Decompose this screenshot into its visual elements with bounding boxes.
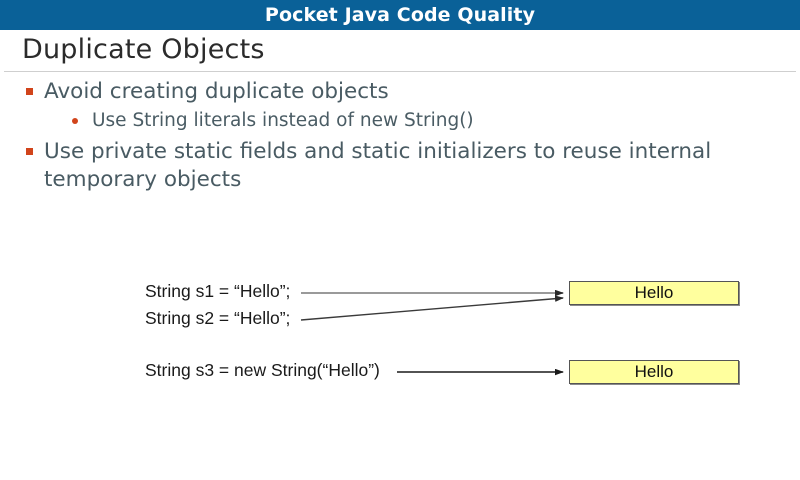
code-line-s3: String s3 = new String(“Hello”) xyxy=(145,360,380,380)
bullet-list: Avoid creating duplicate objects Use Str… xyxy=(0,78,800,196)
bullet-text: Use private static fields and static ini… xyxy=(44,139,712,192)
square-bullet-icon xyxy=(26,88,33,95)
list-item: Avoid creating duplicate objects xyxy=(0,78,800,106)
list-item: Use private static fields and static ini… xyxy=(0,138,800,194)
string-object-box: Hello xyxy=(569,281,739,305)
bullet-text: Use String literals instead of new Strin… xyxy=(92,110,474,131)
app-title: Pocket Java Code Quality xyxy=(264,4,536,26)
code-line-s1: String s1 = “Hello”; xyxy=(145,281,291,301)
arrow-s2-to-box1 xyxy=(300,295,564,321)
square-bullet-icon xyxy=(26,148,33,155)
app-title-bar: Pocket Java Code Quality xyxy=(0,0,800,30)
string-object-box: Hello xyxy=(569,360,739,384)
diagram-arrows xyxy=(300,289,564,376)
slide-content: Duplicate Objects Avoid creating duplica… xyxy=(0,30,800,430)
list-item: Use String literals instead of new Strin… xyxy=(0,108,800,134)
bullet-text: Avoid creating duplicate objects xyxy=(44,79,389,104)
slide-heading: Duplicate Objects xyxy=(22,34,265,65)
round-bullet-icon xyxy=(72,118,78,124)
string-interning-diagram: String s1 = “Hello”; String s2 = “Hello”… xyxy=(0,260,800,410)
code-line-s2: String s2 = “Hello”; xyxy=(145,308,291,328)
title-divider xyxy=(4,71,796,72)
bottom-toolbar: 7/17 xyxy=(0,430,800,480)
